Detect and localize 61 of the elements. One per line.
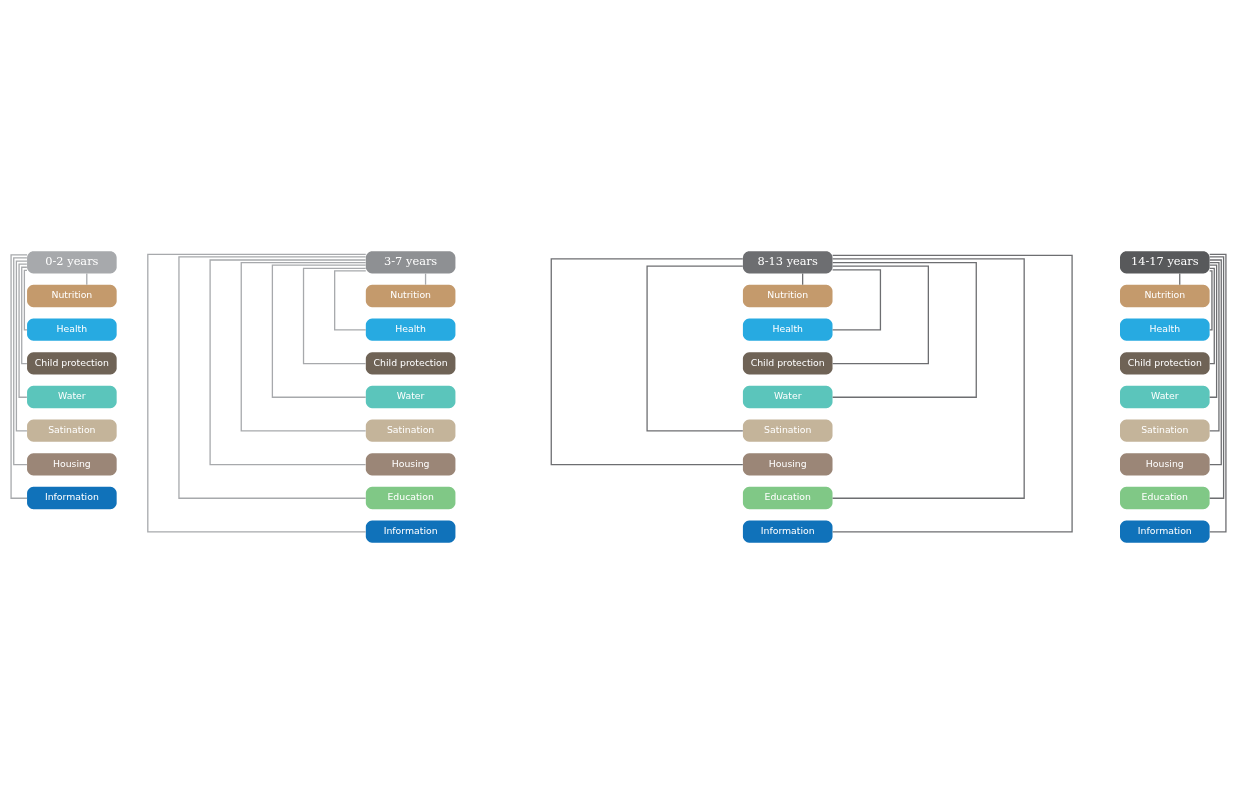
connector [1208, 261, 1220, 432]
connector [831, 254, 1073, 533]
node-box: Information [365, 520, 455, 543]
node-box: Health [365, 318, 455, 341]
node-box: Information [26, 486, 117, 510]
node-box: Water [742, 385, 832, 409]
connector [240, 261, 366, 432]
node-box: Child protection [742, 352, 832, 375]
connector [17, 263, 27, 398]
connector [1208, 267, 1215, 365]
node-box: 8-13 years [742, 251, 832, 274]
connector [1208, 253, 1227, 533]
connector [15, 260, 28, 432]
node-box: Water [365, 385, 455, 409]
connector [271, 264, 366, 398]
node-box: Satination [365, 419, 455, 442]
connector [146, 253, 366, 533]
node-box: Health [26, 318, 117, 341]
connector [208, 259, 366, 466]
node-box: Education [742, 486, 832, 510]
connector [302, 267, 366, 365]
node-box: Housing [365, 453, 455, 476]
node-box: 3-7 years [365, 251, 455, 274]
connector [831, 258, 1025, 499]
node-box: Information [742, 520, 832, 543]
node-box: Child protection [26, 352, 117, 375]
connector [1208, 270, 1213, 331]
node-box: Child protection [365, 352, 455, 375]
node-box: Water [1119, 385, 1210, 409]
connector [20, 266, 28, 365]
node-box: Satination [742, 419, 832, 442]
node-box: Satination [1119, 419, 1210, 442]
node-box: 0-2 years [26, 251, 117, 274]
node-box: Education [1119, 486, 1210, 510]
node-box: Health [1119, 318, 1210, 341]
connector [177, 256, 366, 499]
node-box: Nutrition [365, 284, 455, 308]
connector [1208, 256, 1224, 499]
connector [831, 269, 881, 331]
node-box: Nutrition [742, 284, 832, 308]
node-box: Housing [742, 453, 832, 476]
connector [23, 269, 28, 331]
connector [333, 270, 366, 331]
node-box: Health [742, 318, 832, 341]
connector [1208, 259, 1222, 466]
node-box: Nutrition [1119, 284, 1210, 308]
node-box: Education [365, 486, 455, 510]
connector [831, 261, 977, 398]
connector [1208, 264, 1217, 398]
node-box: Satination [26, 419, 117, 442]
node-box: Nutrition [26, 284, 117, 308]
node-box: Child protection [1119, 352, 1210, 375]
node-box: Housing [1119, 453, 1210, 476]
connector [645, 265, 743, 432]
connector [831, 265, 929, 365]
node-box: Housing [26, 453, 117, 476]
node-box: Water [26, 385, 117, 409]
connector [12, 257, 28, 466]
node-box: 14-17 years [1119, 251, 1210, 274]
connector [550, 258, 743, 466]
node-box: Information [1119, 520, 1210, 543]
